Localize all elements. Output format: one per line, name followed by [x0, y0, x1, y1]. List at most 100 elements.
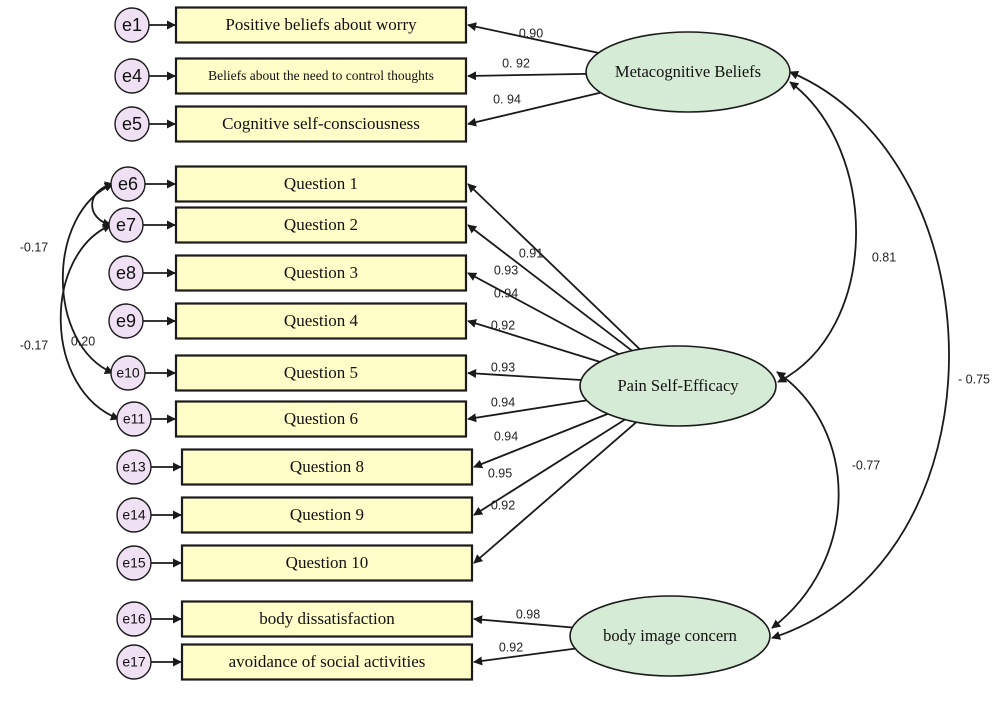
loading-coefficient: 0.94: [491, 395, 515, 409]
indicator-box: [174, 165, 468, 203]
loading-path-arrow: [473, 413, 609, 469]
indicator-label: Question 3: [284, 263, 358, 282]
indicator-label: Question 5: [284, 363, 358, 382]
loading-coefficient: 0.94: [494, 429, 518, 443]
error-term-label: e10: [116, 365, 140, 381]
indicator-box: [174, 302, 468, 340]
indicator-label: Question 9: [290, 505, 364, 524]
error-correlation-arrow: [59, 224, 120, 421]
error-term-circle: [114, 58, 150, 94]
loading-path-arrow: [467, 319, 601, 363]
indicator-box: [174, 354, 468, 392]
indicator-label: Question 6: [284, 409, 358, 428]
latent-variable-label: Pain Self-Efficacy: [617, 376, 739, 395]
loading-path-arrow: [473, 615, 573, 629]
loading-coefficient: 0.95: [488, 466, 512, 480]
indicator-box: [174, 400, 468, 438]
latent-correlation-arrow: [771, 70, 950, 640]
loading-path-arrow: [467, 91, 601, 127]
loading-coefficient: 0.92: [491, 318, 515, 332]
indicator-label: Beliefs about the need to control though…: [208, 68, 434, 83]
loading-path-arrow: [467, 272, 620, 355]
error-correlation-coefficient: -0.17: [20, 240, 49, 254]
correlation-coefficient: - 0.75: [958, 372, 990, 386]
error-correlation-coefficient: -0.17: [20, 338, 49, 352]
error-term-circle: [116, 497, 152, 533]
error-term-label: e6: [118, 174, 138, 194]
indicator-box: [180, 643, 474, 681]
latent-correlation-arrow: [771, 371, 840, 629]
error-term-circle: [108, 255, 144, 291]
loading-coefficient: 0. 94: [493, 92, 521, 106]
indicator-label: Question 4: [284, 311, 359, 330]
indicator-label: Question 1: [284, 174, 358, 193]
error-term-label: e1: [122, 15, 142, 35]
error-term-label: e16: [122, 611, 146, 627]
error-term-circle: [108, 207, 144, 243]
latent-variable-label: body image concern: [603, 626, 737, 645]
loading-path-arrow: [467, 71, 587, 81]
indicator-box: [180, 600, 474, 638]
indicator-box: [180, 544, 474, 582]
indicator-box: [180, 496, 474, 534]
latent-variable-ellipse: [569, 595, 771, 677]
error-term-circle: [110, 166, 146, 202]
loading-path-arrow: [467, 183, 641, 350]
indicator-label: avoidance of social activities: [229, 652, 426, 671]
error-term-circle: [116, 601, 152, 637]
error-term-circle: [116, 644, 152, 680]
indicator-label: Question 10: [286, 553, 369, 572]
indicator-label: Question 2: [284, 215, 358, 234]
latent-variable-ellipse: [585, 31, 791, 113]
indicator-label: body dissatisfaction: [259, 609, 395, 628]
error-term-circle: [116, 545, 152, 581]
loading-coefficient: 0.92: [491, 498, 515, 512]
error-term-circle: [108, 303, 144, 339]
indicator-label: Cognitive self-consciousness: [222, 114, 420, 133]
error-term-label: e13: [122, 459, 146, 475]
latent-variable-ellipse: [579, 345, 777, 427]
indicator-box: [174, 206, 468, 244]
error-term-label: e8: [116, 263, 136, 283]
loading-path-arrow: [467, 369, 582, 381]
indicator-label: Question 8: [290, 457, 364, 476]
loading-coefficient: 0.90: [519, 26, 543, 40]
indicator-box: [174, 105, 468, 143]
error-term-circle: [114, 106, 150, 142]
error-term-label: e9: [116, 311, 136, 331]
indicator-box: [174, 254, 468, 292]
loading-path-arrow: [467, 224, 633, 352]
error-term-circle: [116, 401, 152, 437]
loading-path-arrow: [467, 22, 599, 54]
indicator-label: Positive beliefs about worry: [225, 15, 417, 34]
indicator-box: [180, 448, 474, 486]
indicator-box: [174, 6, 468, 44]
loading-coefficient: 0.92: [499, 640, 523, 654]
error-correlation-arrow: [62, 183, 114, 374]
correlation-coefficient: 0.81: [872, 250, 896, 264]
loading-path-arrow: [473, 418, 626, 516]
error-term-circle: [114, 7, 150, 43]
error-term-label: e11: [123, 411, 146, 427]
loading-path-arrow: [473, 421, 637, 564]
error-correlation-coefficient: 0.20: [71, 334, 95, 348]
error-term-label: e15: [122, 555, 146, 571]
error-term-label: e14: [122, 507, 146, 523]
error-term-label: e5: [122, 114, 142, 134]
error-term-label: e4: [122, 66, 142, 86]
correlation-coefficient: -0.77: [852, 458, 881, 472]
loading-coefficient: 0. 92: [502, 56, 530, 70]
loading-coefficient: 0.93: [491, 360, 515, 374]
loading-path-arrow: [467, 399, 587, 423]
latent-variable-label: Metacognitive Beliefs: [615, 62, 761, 81]
error-term-label: e7: [116, 215, 136, 235]
error-term-circle: [110, 355, 146, 391]
error-term-circle: [116, 449, 152, 485]
loading-coefficient: 0.93: [494, 263, 518, 277]
latent-correlation-arrow: [777, 81, 857, 383]
loading-coefficient: 0.94: [494, 286, 518, 300]
loading-path-arrow: [473, 647, 576, 666]
error-term-label: e17: [122, 654, 146, 670]
indicator-box: [174, 57, 468, 95]
